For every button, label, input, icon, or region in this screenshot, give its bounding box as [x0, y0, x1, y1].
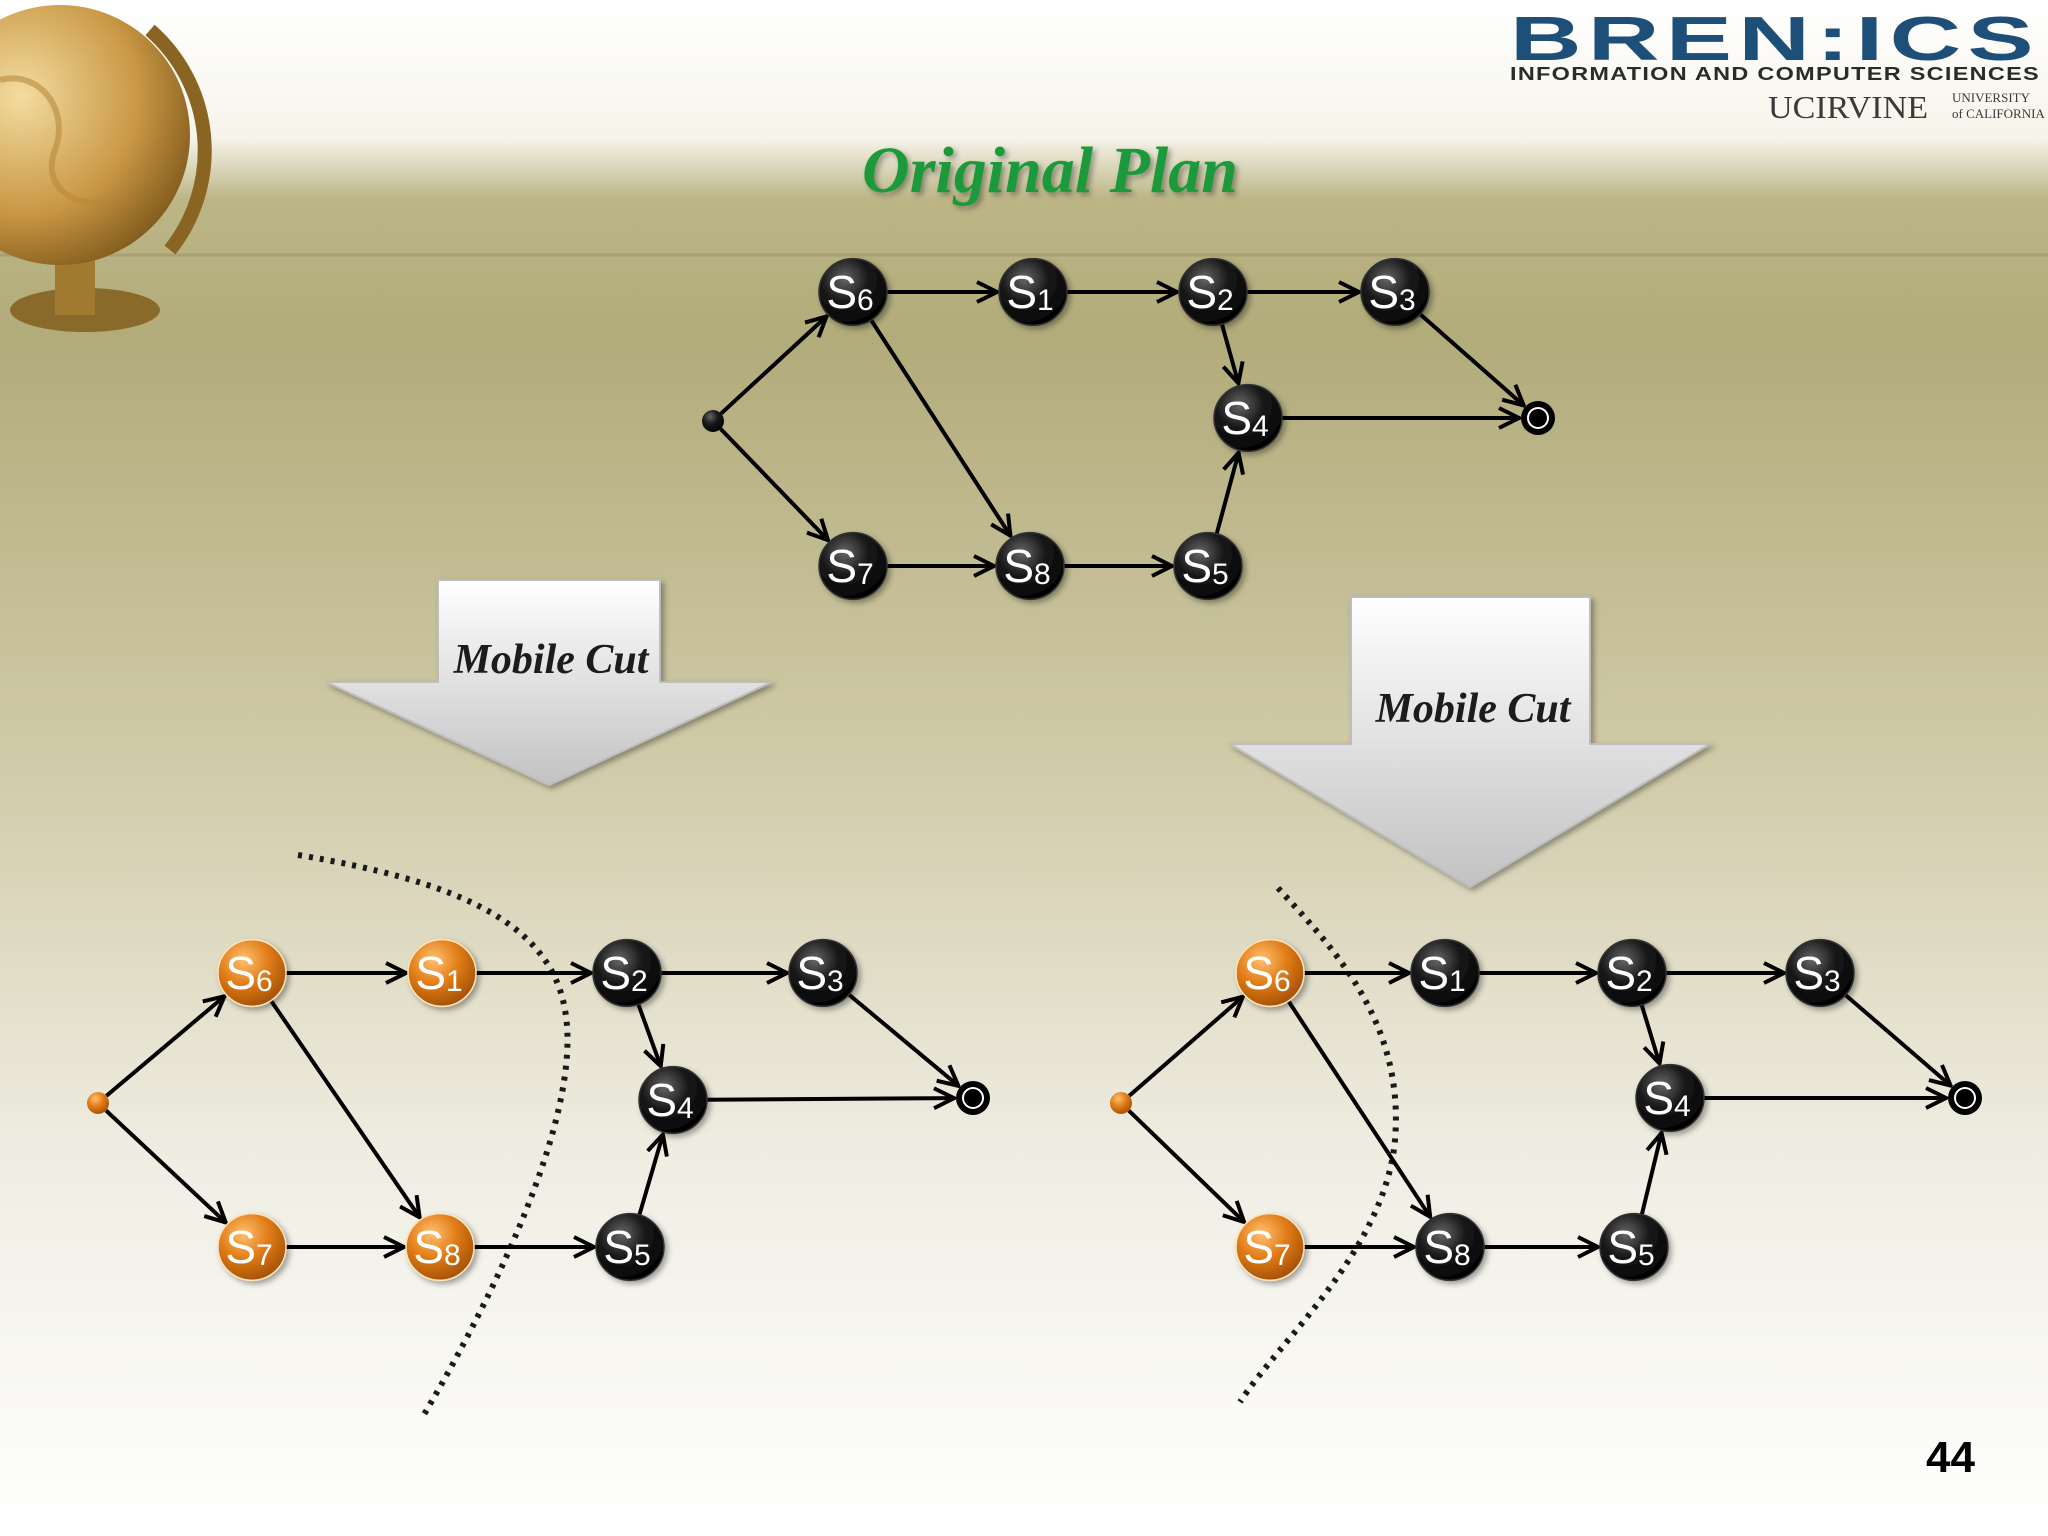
mobile-cut-label-right: Mobile Cut [1375, 686, 1572, 732]
node-s3: S3 [1785, 938, 1855, 1008]
edge-s5-s4 [1639, 1133, 1662, 1217]
node-s7: S7 [1235, 1212, 1305, 1282]
node-s5: S5 [1173, 531, 1243, 601]
node-s5: S5 [595, 1212, 665, 1282]
node-label: S4 [1221, 392, 1268, 444]
svg-text:UNIVERSITY: UNIVERSITY [1952, 90, 2031, 105]
edge-s2-s4 [1219, 322, 1239, 383]
svg-text:UCIRVINE: UCIRVINE [1768, 89, 1928, 125]
node-s4: S4 [638, 1065, 708, 1135]
node-label: S6 [225, 947, 272, 999]
node-s2: S2 [592, 938, 662, 1008]
node-label: S4 [1643, 1072, 1690, 1124]
node-s3: S3 [1360, 257, 1430, 327]
node-label: S4 [646, 1074, 693, 1126]
node-label: S5 [1607, 1221, 1654, 1273]
node-label: S8 [1003, 540, 1050, 592]
edge-s6-s8 [868, 318, 1011, 536]
node-label: S3 [796, 947, 843, 999]
node-src [702, 410, 724, 432]
node-s3: S3 [788, 938, 858, 1008]
cut-line-right [1237, 885, 1399, 1404]
node-label: S8 [1423, 1221, 1470, 1273]
edge-s2-s4 [1639, 1003, 1659, 1064]
node-s6: S6 [1235, 938, 1305, 1008]
node-s4: S4 [1635, 1063, 1705, 1133]
edge-s3-sink [1417, 311, 1524, 405]
node-label: S5 [603, 1221, 650, 1273]
node-label: S6 [826, 266, 873, 318]
svg-text:BREN:ICS: BREN:ICS [1510, 5, 2040, 74]
edge-src-s6 [105, 996, 224, 1098]
node-s4: S4 [1213, 383, 1283, 453]
edge-src-s7 [719, 427, 828, 540]
edge-s3-sink [1843, 992, 1950, 1086]
bren-ics-logo: BREN:ICS INFORMATION AND COMPUTER SCIENC… [1510, 5, 2045, 125]
node-sink [1521, 401, 1555, 435]
node-s7: S7 [818, 531, 888, 601]
node-s5: S5 [1599, 1212, 1669, 1282]
edge-s3-sink [846, 992, 959, 1086]
node-s6: S6 [818, 257, 888, 327]
edge-s6-s8 [268, 998, 419, 1218]
edge-s5-s4 [637, 1135, 663, 1217]
node-src [87, 1092, 109, 1114]
node-label: S7 [225, 1221, 272, 1273]
node-label: S2 [600, 947, 647, 999]
node-sink [956, 1081, 990, 1115]
node-s8: S8 [1415, 1212, 1485, 1282]
node-s8: S8 [995, 531, 1065, 601]
node-label: S1 [1418, 947, 1465, 999]
edge-s4-sink [705, 1098, 954, 1100]
node-s1: S1 [998, 257, 1068, 327]
node-label: S5 [1181, 540, 1228, 592]
edge-s6-s8 [1286, 998, 1430, 1217]
globe-icon [0, 5, 212, 332]
edge-src-s6 [719, 316, 826, 416]
node-label: S3 [1793, 947, 1840, 999]
node-s1: S1 [1410, 938, 1480, 1008]
node-label: S2 [1186, 266, 1233, 318]
edge-src-s6 [1127, 997, 1243, 1098]
mobile-cut-arrow-left: Mobile Cut [325, 579, 773, 787]
node-label: S1 [415, 947, 462, 999]
node-label: S7 [1243, 1221, 1290, 1273]
node-s2: S2 [1178, 257, 1248, 327]
slide-title: Original Plan [862, 134, 1238, 207]
node-s1: S1 [407, 938, 477, 1008]
node-label: S8 [413, 1221, 460, 1273]
node-label: S1 [1006, 266, 1053, 318]
edge-s2-s4 [636, 1002, 661, 1066]
node-label: S3 [1368, 266, 1415, 318]
node-label: S7 [826, 540, 873, 592]
node-s8: S8 [405, 1212, 475, 1282]
node-sink [1948, 1081, 1982, 1115]
page-number: 44 [1926, 1433, 1975, 1482]
node-s6: S6 [217, 938, 287, 1008]
node-label: S6 [1243, 947, 1290, 999]
node-s7: S7 [217, 1212, 287, 1282]
mobile-cut-arrow-right: Mobile Cut [1226, 596, 1714, 889]
node-src [1110, 1092, 1132, 1114]
edge-src-s7 [1127, 1109, 1244, 1222]
svg-text:INFORMATION AND COMPUTER SCIEN: INFORMATION AND COMPUTER SCIENCES [1510, 64, 2040, 84]
svg-text:of CALIFORNIA: of CALIFORNIA [1952, 106, 2045, 121]
mobile-cut-label-left: Mobile Cut [453, 637, 650, 683]
node-s2: S2 [1597, 938, 1667, 1008]
edge-s5-s4 [1214, 453, 1238, 536]
edge-src-s7 [104, 1109, 226, 1223]
node-label: S2 [1605, 947, 1652, 999]
